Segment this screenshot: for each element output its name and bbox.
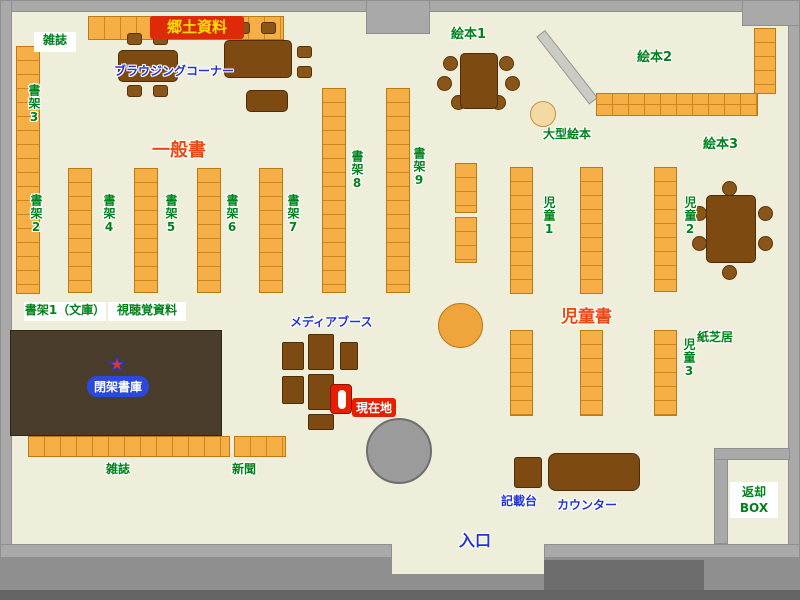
chair [153,85,168,97]
media-booth-desk [340,342,358,370]
media-booth-label: メディアブース [290,315,373,329]
chair [127,33,142,45]
shelf-2-label: 書架2 [29,194,43,235]
children-oval-table [706,195,756,263]
media-booth-desk [308,414,334,430]
shelf-7-label: 書架7 [286,194,300,235]
children-3-label: 児童3 [682,338,696,379]
stool [758,236,773,251]
closed-stacks-label: 閉架書庫 [87,376,150,397]
media-booth-desk [282,342,304,370]
bookshelf-bottom-long [28,436,230,457]
round-shelf [438,303,483,348]
pillar-top [366,0,430,34]
wall-left [0,0,12,556]
wall-bottom-left [0,544,392,558]
children-books-label: 児童書 [561,307,612,327]
magazines-bottom-label: 雑誌 [106,462,131,476]
bookshelf-v2 [134,168,158,293]
shelf-9-label: 書架9 [412,147,426,188]
shelf-3-label: 書架3 [27,84,41,125]
shelf-4-label: 書架4 [102,194,116,235]
children-2-label: 児童2 [683,196,697,237]
kamishibai-label: 紙芝居 [697,330,734,344]
large-picture-books-label: 大型絵本 [543,127,592,141]
bookshelf-3-wall [16,46,40,294]
general-books-label: 一般書 [152,140,206,161]
star-icon: ★ [107,351,126,376]
picture-book-oval-table [460,53,498,109]
current-location-icon [330,384,352,414]
bookshelf-children-u2 [580,167,603,294]
stool [443,56,458,71]
stool [437,76,452,91]
bookshelf-children-u3 [654,167,677,292]
bookshelf-v3 [197,168,221,293]
bookshelf-v1 [68,168,92,293]
bookshelf-children-u1 [510,167,533,294]
entrance-label: 入口 [459,531,492,550]
bookshelf-8 [322,88,346,293]
browsing-table-right [224,40,292,78]
pillar-circle [366,418,432,484]
media-booth-desk [308,334,334,370]
writing-desk-label: 記載台 [501,494,538,508]
shelf-1-bunko-label: 書架1（文庫） [24,302,106,321]
chair [297,66,312,78]
current-location-badge: 現在地 [352,398,397,417]
stool [722,181,737,196]
stool [505,76,520,91]
large-picture-book-table [530,101,556,127]
picture-books-3-label: 絵本3 [703,137,739,152]
wall-top-right-block [742,0,800,26]
shelf-6-label: 書架6 [225,194,239,235]
writing-desk [514,457,542,488]
returnbox-wall-vertical [714,448,728,544]
shelf-8-label: 書架8 [350,150,364,191]
counter-label: カウンター [557,498,618,512]
bookshelf-top-right-wall [596,93,758,116]
audiovisual-label: 視聴覚資料 [108,302,186,321]
picture-books-2-label: 絵本2 [637,50,673,65]
newspapers-label: 新聞 [232,462,257,476]
bookshelf-center-a [455,163,477,213]
browsing-table-left [118,50,178,82]
magazines-top-label: 雑誌 [34,32,76,52]
partition-diagonal [536,30,598,105]
bookshelf-9 [386,88,410,293]
stool [692,236,707,251]
bookshelf-children-l2 [580,330,603,416]
chair [127,85,142,97]
bookshelf-children-l1 [510,330,533,416]
browsing-corner-label: ブラウジングコーナー [114,64,235,78]
browsing-table-small [246,90,288,112]
wall-right [788,0,800,556]
outside-bottom-strip [0,590,800,600]
shelf-5-label: 書架5 [164,194,178,235]
return-box-label: 返却BOX [730,482,778,518]
counter-desk [548,453,640,491]
bookshelf-bottom-small [234,436,286,457]
bookshelf-center-b [455,217,477,263]
entrance-walkway [392,544,544,574]
stool [758,206,773,221]
bookshelf-children-l3 [654,330,677,416]
wall-bottom-right [544,544,800,558]
returnbox-wall-horizontal [714,448,790,460]
media-booth-desk [282,376,304,404]
local-materials-label: 郷土資料 [150,16,244,39]
current-location-icon-bar [338,390,346,409]
children-1-label: 児童1 [542,196,556,237]
bookshelf-v4 [259,168,283,293]
bookshelf-top-right-corner [754,28,776,94]
stool [722,265,737,280]
picture-books-1-label: 絵本1 [451,27,487,42]
chair [261,22,276,34]
stool [499,56,514,71]
chair [297,46,312,58]
